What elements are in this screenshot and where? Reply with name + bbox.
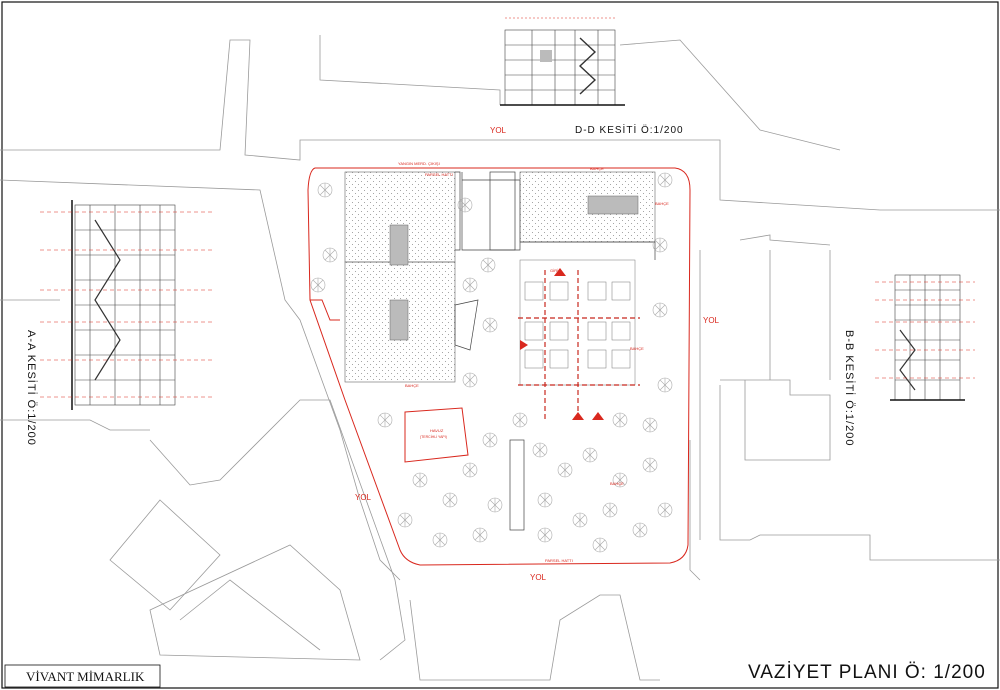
bahce-label-2: BAHÇE xyxy=(655,201,669,206)
road-label-east: YOL xyxy=(703,316,720,325)
bahce-label-1: BAHÇE xyxy=(590,166,604,171)
havuz-label: HAVUZ xyxy=(430,428,444,433)
road-label-north: YOL xyxy=(490,126,507,135)
courtyard-grid xyxy=(518,259,640,420)
section-aa-title: A-A KESİTİ Ö:1/200 xyxy=(25,330,38,446)
pool-outline xyxy=(404,407,469,463)
road-label-south: YOL xyxy=(530,573,547,582)
parsel-label-south: PARSEL HATTI xyxy=(545,558,573,563)
context-lines xyxy=(0,35,1000,681)
firm-box xyxy=(4,664,161,688)
bahce-label-4: BAHÇE xyxy=(405,383,419,388)
section-bb-title: B-B KESİTİ Ö:1/200 xyxy=(843,330,856,446)
parsel-label-north: PARSEL HATTI xyxy=(425,172,453,177)
firm-name: VİVANT MİMARLIK xyxy=(26,669,145,684)
havuz-sub-label: (TERCİHLİ YAPI) xyxy=(420,434,447,439)
section-dd-drawing xyxy=(500,17,625,106)
building-blocks xyxy=(344,171,656,383)
section-dd-title: D-D KESİTİ Ö:1/200 xyxy=(575,123,684,136)
walkway xyxy=(509,439,525,531)
section-aa-drawing xyxy=(40,200,215,410)
bahce-label-3: BAHÇE xyxy=(630,346,644,351)
parcel-detail xyxy=(310,299,340,321)
section-bb-drawing xyxy=(875,274,975,401)
giris-label: GİRİŞ xyxy=(550,268,561,273)
yangin-label: YANGIN MERD. ÇIKIŞI xyxy=(398,161,440,166)
road-label-west: YOL xyxy=(355,493,372,502)
parcel-boundary xyxy=(307,167,691,566)
bahce-label-5: BAHÇE xyxy=(610,481,624,486)
sheet-title: VAZİYET PLANI Ö: 1/200 xyxy=(748,662,986,683)
